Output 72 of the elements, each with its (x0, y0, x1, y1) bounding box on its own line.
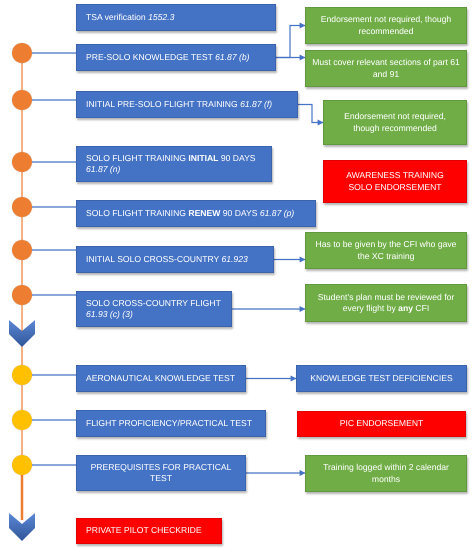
connector-line (32, 464, 76, 466)
box-label: Must cover relevant sections of part 61 and 91 (312, 57, 460, 80)
note-box (305, 232, 467, 269)
step-box (76, 4, 276, 31)
note-box (305, 50, 467, 87)
box-label: PRE-SOLO KNOWLEDGE TEST 61.87 (b) (86, 52, 250, 64)
arrow (246, 376, 297, 382)
connector-line (32, 419, 76, 421)
highlight-box (323, 160, 467, 203)
box-label: Student’s plan must be reviewed for every flight by any CFI (316, 292, 456, 314)
arrow (276, 54, 306, 60)
box-label: PRIVATE PILOT CHECKRIDE (86, 525, 202, 537)
connector-line (32, 249, 76, 251)
box-label: INITIAL SOLO CROSS-COUNTRY 61.923 (86, 254, 248, 266)
box-label: Endorsement not required, though recommended (343, 111, 447, 134)
step-box (76, 291, 232, 327)
note-box (323, 100, 467, 145)
connector-line (21, 385, 23, 410)
highlight-box (297, 411, 466, 437)
timeline-dot (12, 43, 32, 63)
box-label: INITIAL PRE-SOLO FLIGHT TRAINING 61.87 (f) (86, 98, 272, 110)
timeline-dot (12, 365, 32, 385)
connector-line (32, 294, 76, 296)
connector-line (21, 260, 23, 285)
connector-line (32, 161, 76, 163)
connector-line (32, 99, 76, 101)
box-label: SOLO CROSS-COUNTRY FLIGHT 61.93 (c) (3) (86, 298, 222, 320)
box-label: SOLO ENDORSEMENT (348, 182, 442, 193)
timeline-dot (12, 90, 32, 110)
note-box (305, 7, 467, 44)
connector-line (21, 110, 23, 152)
box-label: TSA verification 1552.3 (86, 12, 174, 24)
arrow (232, 306, 306, 312)
box-label: FLIGHT PROFICIENCY/PRACTICAL TEST (86, 418, 252, 430)
step-box (76, 246, 274, 273)
highlight-box (76, 518, 222, 544)
note-box (305, 455, 467, 492)
box-label: KNOWLEDGE TEST DEFICIENCIES (310, 372, 453, 384)
box-label: Endorsement not required, though recommended (320, 14, 452, 37)
connector-line (21, 217, 23, 240)
timeline-dot (12, 410, 32, 430)
step-box (76, 200, 316, 227)
connector-line (21, 430, 23, 455)
box-label: SOLO FLIGHT TRAINING INITIAL 90 DAYS 61.87 (n) (86, 152, 257, 176)
timeline-dot (12, 455, 32, 475)
step-box (76, 44, 276, 71)
connector-line (21, 63, 23, 90)
connector-line (32, 206, 76, 208)
connector-line (32, 52, 76, 54)
arrow (298, 104, 324, 126)
timeline-dot (12, 285, 32, 305)
arrow (246, 470, 306, 476)
timeline-dot (12, 197, 32, 217)
box-label: SOLO FLIGHT TRAINING RENEW 90 DAYS 61.87 (p) (86, 208, 294, 220)
box-label: AWARENESS TRAINING (346, 170, 444, 182)
box-label: AERONAUTICAL KNOWLEDGE TEST (86, 372, 235, 384)
connector-line (21, 172, 23, 197)
step-box (296, 365, 467, 392)
step-box (76, 455, 246, 491)
box-label: Has to be given by the CFI who gave the XC training (314, 239, 458, 262)
note-box (305, 284, 467, 322)
arrow (274, 256, 306, 262)
step-box (76, 365, 246, 392)
timeline-dot (12, 152, 32, 172)
connector-line (32, 374, 76, 376)
step-box (76, 91, 298, 118)
timeline-dot (12, 240, 32, 260)
box-label: PREREQUISITES FOR PRACTICAL TEST (90, 462, 232, 484)
box-label: PIC ENDORSEMENT (340, 418, 424, 430)
box-label: Training logged within 2 calendar months (322, 462, 450, 485)
step-box (76, 146, 272, 182)
step-box (76, 410, 266, 437)
